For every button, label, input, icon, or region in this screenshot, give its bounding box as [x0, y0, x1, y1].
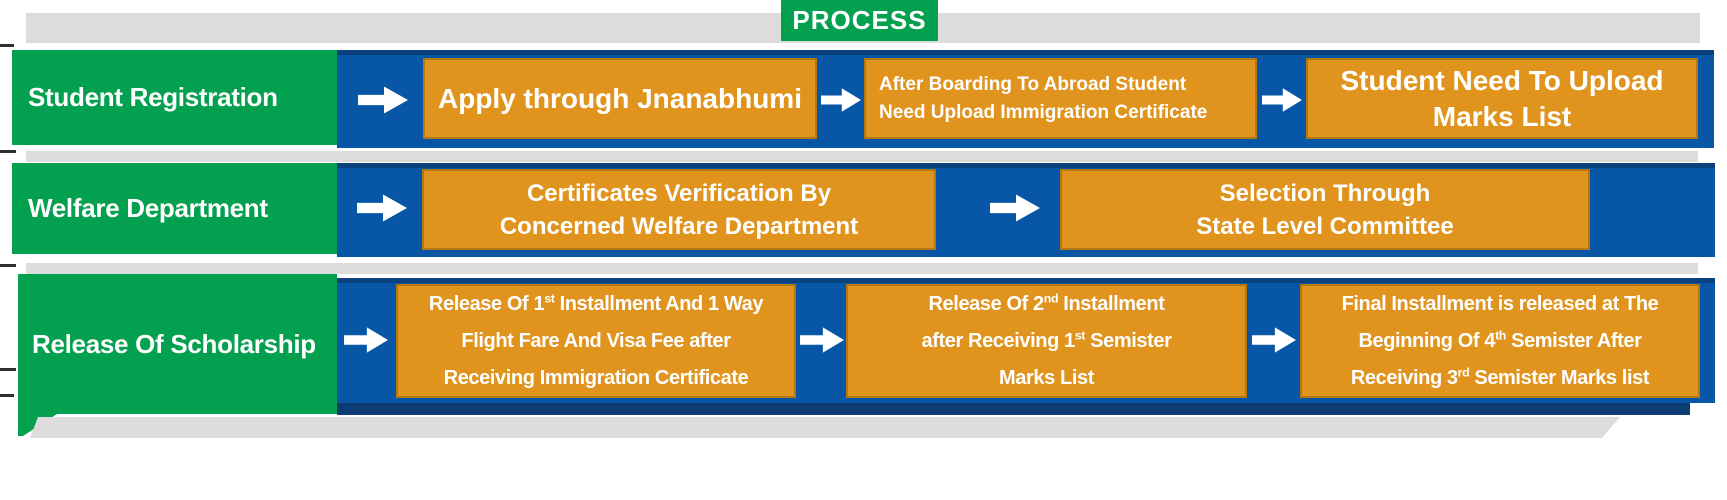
row-bottom-shadow	[337, 403, 1690, 415]
step-text-line: Release Of 1st Installment And 1 Way	[428, 286, 764, 323]
step-text-line: Marks List	[999, 366, 1094, 389]
step-text-line: Student Need To Upload	[1340, 64, 1664, 96]
step-text-line: Release Of 2nd Installment	[929, 286, 1165, 323]
step-text-line: After Boarding To Abroad Student	[879, 73, 1187, 95]
ordinal-superscript: th	[1495, 327, 1506, 342]
ordinal-superscript: st	[544, 290, 555, 305]
step-upload-marks-list: Student Need To Upload Marks List	[1306, 58, 1698, 139]
edge-mark	[0, 394, 14, 397]
text-segment: Semister After	[1505, 329, 1642, 352]
step-text-line: Certificates Verification By	[526, 179, 832, 207]
step-text-line: Final Installment is released at The	[1341, 292, 1659, 315]
step-text-line: Flight Fare And Visa Fee after	[461, 329, 731, 352]
step-final-installment-release: Final Installment is released at The Beg…	[1300, 284, 1700, 398]
step-text-line: Receiving Immigration Certificate	[443, 366, 749, 389]
edge-mark	[0, 150, 16, 153]
text-segment: Beginning Of 4	[1358, 329, 1496, 352]
step-certificates-verification: Certificates Verification By Concerned W…	[422, 169, 936, 250]
row-label-release-of-scholarship: Release Of Scholarship	[18, 274, 337, 414]
text-segment: Installment And 1 Way	[554, 292, 764, 315]
row-label-student-registration: Student Registration	[12, 50, 337, 145]
text-segment: Release Of 1	[428, 292, 545, 315]
separator-bar	[26, 263, 1698, 274]
step-text-line: State Level Committee	[1196, 212, 1454, 240]
step-first-installment-release: Release Of 1st Installment And 1 Way Fli…	[396, 284, 796, 398]
edge-mark	[0, 368, 16, 371]
step-text-line: Beginning Of 4th Semister After	[1358, 323, 1641, 360]
separator-bar	[26, 151, 1698, 162]
step-text-line: Selection Through	[1219, 179, 1431, 207]
ordinal-superscript: rd	[1457, 364, 1470, 379]
step-second-installment-release: Release Of 2nd Installment after Receivi…	[846, 284, 1247, 398]
text-segment: Semister Marks list	[1469, 366, 1650, 389]
edge-mark	[0, 44, 14, 47]
step-state-level-committee-selection: Selection Through State Level Committee	[1060, 169, 1590, 250]
text-segment: after Receiving 1	[921, 329, 1076, 352]
page-title: PROCESS	[781, 0, 938, 41]
text-segment: Semister	[1085, 329, 1172, 352]
step-text-line: after Receiving 1st Semister	[922, 323, 1172, 360]
row-label-welfare-department: Welfare Department	[12, 163, 337, 254]
step-text-line: Receiving 3rd Semister Marks list	[1350, 360, 1650, 397]
step-text-line: Concerned Welfare Department	[499, 212, 859, 240]
text-segment: Release Of 2	[928, 292, 1045, 315]
footer-bar	[30, 417, 1620, 438]
text-segment: Installment	[1058, 292, 1165, 315]
ordinal-superscript: st	[1074, 327, 1086, 342]
edge-mark	[0, 264, 16, 267]
step-apply-through-jnanabhumi: Apply through Jnanabhumi	[423, 58, 817, 139]
step-text-line: Marks List	[1432, 100, 1572, 132]
step-text-line: Apply through Jnanabhumi	[438, 82, 802, 114]
text-segment: Receiving 3	[1350, 366, 1458, 389]
step-upload-immigration-certificate: After Boarding To Abroad Student Need Up…	[864, 58, 1257, 139]
step-text-line: Need Upload Immigration Certificate	[879, 101, 1208, 123]
ordinal-superscript: nd	[1043, 290, 1059, 305]
